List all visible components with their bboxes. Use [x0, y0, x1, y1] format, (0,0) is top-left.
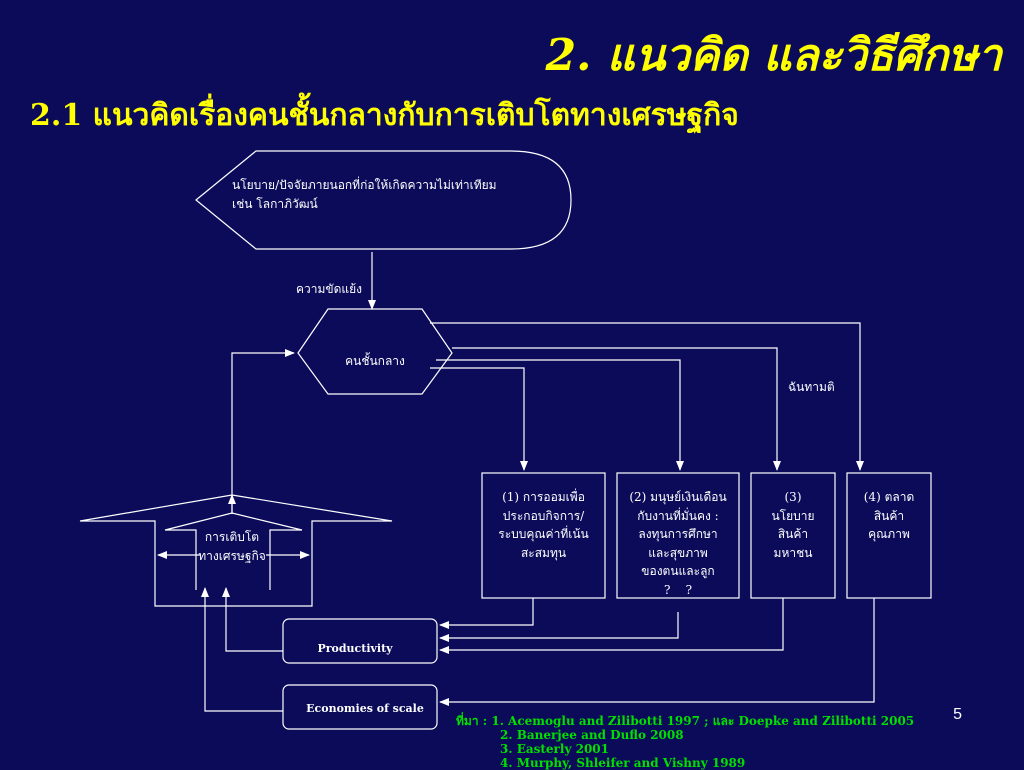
arrow-productivity-to-growth — [222, 587, 283, 652]
source-line-1: ที่มา : 1. Acemoglu and Zilibotti 1997 ;… — [456, 714, 915, 728]
channel-box-2 — [616, 472, 740, 599]
productivity-box — [282, 618, 438, 664]
policy-box-line-2: เช่น โลกาภิวัฒน์ — [232, 196, 318, 211]
channel-4-text: (4) ตลาด สินค้า คุณภาพ — [863, 490, 915, 542]
arrow-economies-to-growth — [201, 587, 283, 712]
channel-box-1 — [481, 472, 606, 599]
source-citation: ที่มา : 1. Acemoglu and Zilibotti 1997 ;… — [456, 714, 914, 770]
growth-label: การเติบโต ทางเศรษฐกิจ — [198, 530, 266, 563]
source-line-3: 3. Easterly 2001 — [500, 742, 609, 756]
channel-2-text: (2) มนุษย์เงินเดือน กับงานที่มั่นคง : ลง… — [629, 490, 727, 597]
policy-box-line-1: นโยบาย/ปัจจัยภายนอกที่ก่อให้เกิดความไม่เ… — [232, 178, 497, 192]
arrow-to-channel-3 — [452, 347, 781, 471]
channel-box-4 — [846, 472, 932, 599]
arrow-channel1-to-productivity — [439, 598, 534, 629]
channel-3-text: (3) นโยบาย สินค้า มหาชน — [771, 490, 815, 560]
middle-class-hexagon — [297, 308, 453, 395]
arrow-growth-to-middle-class — [231, 349, 295, 513]
arrow-channel4-to-economies — [439, 598, 875, 706]
channel-box-3 — [750, 472, 836, 599]
slide-number: 5 — [953, 706, 962, 723]
productivity-label: Productivity — [317, 642, 393, 655]
source-line-2: 2. Banerjee and Duflo 2008 — [500, 728, 684, 742]
source-line-4: 4. Murphy, Shleifer and Vishny 1989 — [500, 756, 746, 770]
arrow-channel3-to-productivity — [439, 598, 784, 654]
policy-box-shape — [195, 150, 572, 250]
economies-box — [282, 684, 438, 730]
consensus-label: ฉันทามติ — [788, 380, 835, 394]
arrow-to-channel-4 — [430, 322, 864, 471]
arrow-to-channel-2 — [436, 359, 684, 471]
growth-house-outer — [79, 494, 393, 607]
policy-box-text: นโยบาย/ปัจจัยภายนอกที่ก่อให้เกิดความไม่เ… — [232, 176, 497, 213]
conflict-label: ความขัดแย้ง — [296, 282, 363, 296]
slide-title: 2. แนวคิด และวิธีศึกษา — [545, 30, 1002, 81]
economies-label: Economies of scale — [306, 702, 424, 715]
slide-subtitle: 2.1 แนวคิดเรื่องคนชั้นกลางกับการเติบโตทา… — [30, 98, 739, 133]
channel-1-text: (1) การออมเพื่อ ประกอบกิจการ/ ระบบคุณค่า… — [498, 490, 589, 560]
arrow-channel2-to-productivity — [439, 612, 679, 642]
middle-class-label: คนชั้นกลาง — [345, 354, 405, 368]
arrow-to-channel-1 — [430, 367, 528, 471]
